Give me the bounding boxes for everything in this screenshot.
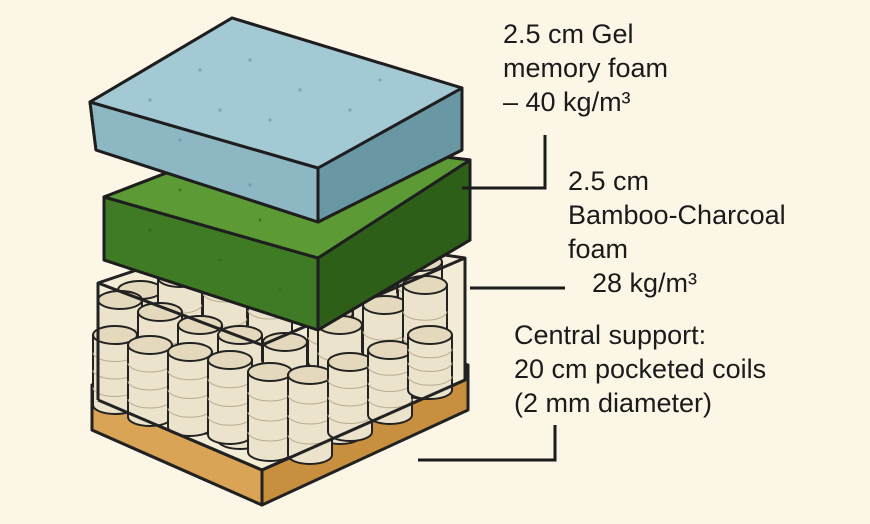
coils-label-line-2: 20 cm pocketed coils [514, 354, 767, 384]
gel-label-line-3: – 40 kg/m³ [503, 87, 631, 117]
bamboo-foam-label: 2.5 cm Bamboo-Charcoal foam 28 kg/m³ [568, 164, 786, 300]
coil-cylinder [407, 325, 453, 400]
coil-cylinder [287, 365, 333, 465]
coil-cylinder [247, 362, 293, 462]
gel-label-line-1: 2.5 cm Gel [503, 19, 634, 49]
gel-memory-foam-layer [88, 16, 464, 224]
gel-leader-line [462, 135, 547, 190]
coil-cylinder [327, 352, 373, 442]
coil-cylinder [207, 350, 253, 445]
bamboo-label-line-3: foam [568, 234, 629, 264]
coils-label: Central support: 20 cm pocketed coils (2… [514, 318, 766, 420]
leader-lines [418, 135, 565, 462]
coil-cylinder [367, 340, 413, 425]
coils-label-line-3: (2 mm diameter) [514, 388, 713, 418]
bamboo-label-line-1: 2.5 cm [568, 166, 650, 196]
coils-label-line-1: Central support: [514, 320, 707, 350]
gel-label-line-2: memory foam [503, 53, 669, 83]
bamboo-label-line-4: 28 kg/m³ [592, 268, 698, 298]
coils-leader-line [418, 425, 557, 462]
gel-foam-label: 2.5 cm Gel memory foam – 40 kg/m³ [503, 17, 668, 119]
bamboo-label-line-2: Bamboo-Charcoal [568, 200, 786, 230]
coil-cylinder [167, 342, 213, 437]
coil-cylinder [127, 335, 173, 427]
